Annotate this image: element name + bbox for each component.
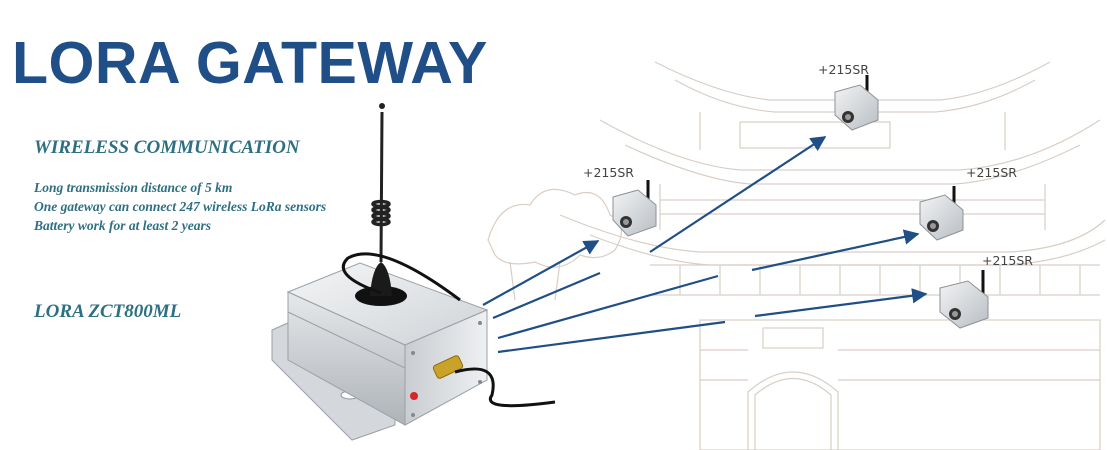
signal-arrow [497, 320, 726, 354]
lora-sensor [612, 180, 657, 237]
gateway-device [271, 103, 556, 441]
feature-list: Long transmission distance of 5 km One g… [34, 178, 326, 235]
lora-sensor [834, 75, 879, 131]
feature-item: Battery work for at least 2 years [34, 218, 211, 233]
signal-arrow [649, 136, 827, 253]
lora-sensor [919, 186, 964, 241]
feature-item: Long transmission distance of 5 km [34, 180, 233, 195]
sensor-label: +215SR [583, 165, 634, 180]
section-subtitle: WIRELESS COMMUNICATION [34, 137, 300, 158]
sensor-label: +215SR [982, 253, 1033, 268]
signal-arrow [754, 288, 928, 318]
signal-arrows [482, 136, 928, 354]
feature-item: One gateway can connect 247 wireless LoR… [34, 199, 327, 214]
signal-arrow [497, 274, 719, 340]
page-title: LORA GATEWAY [12, 30, 488, 96]
model-name: LORA ZCT800ML [34, 301, 182, 322]
sensor-label: +215SR [966, 165, 1017, 180]
sensor-label: +215SR [818, 62, 869, 77]
signal-arrow [482, 240, 600, 306]
lora-sensor [939, 270, 989, 329]
signal-arrow [751, 229, 920, 272]
signal-arrow [492, 271, 601, 320]
